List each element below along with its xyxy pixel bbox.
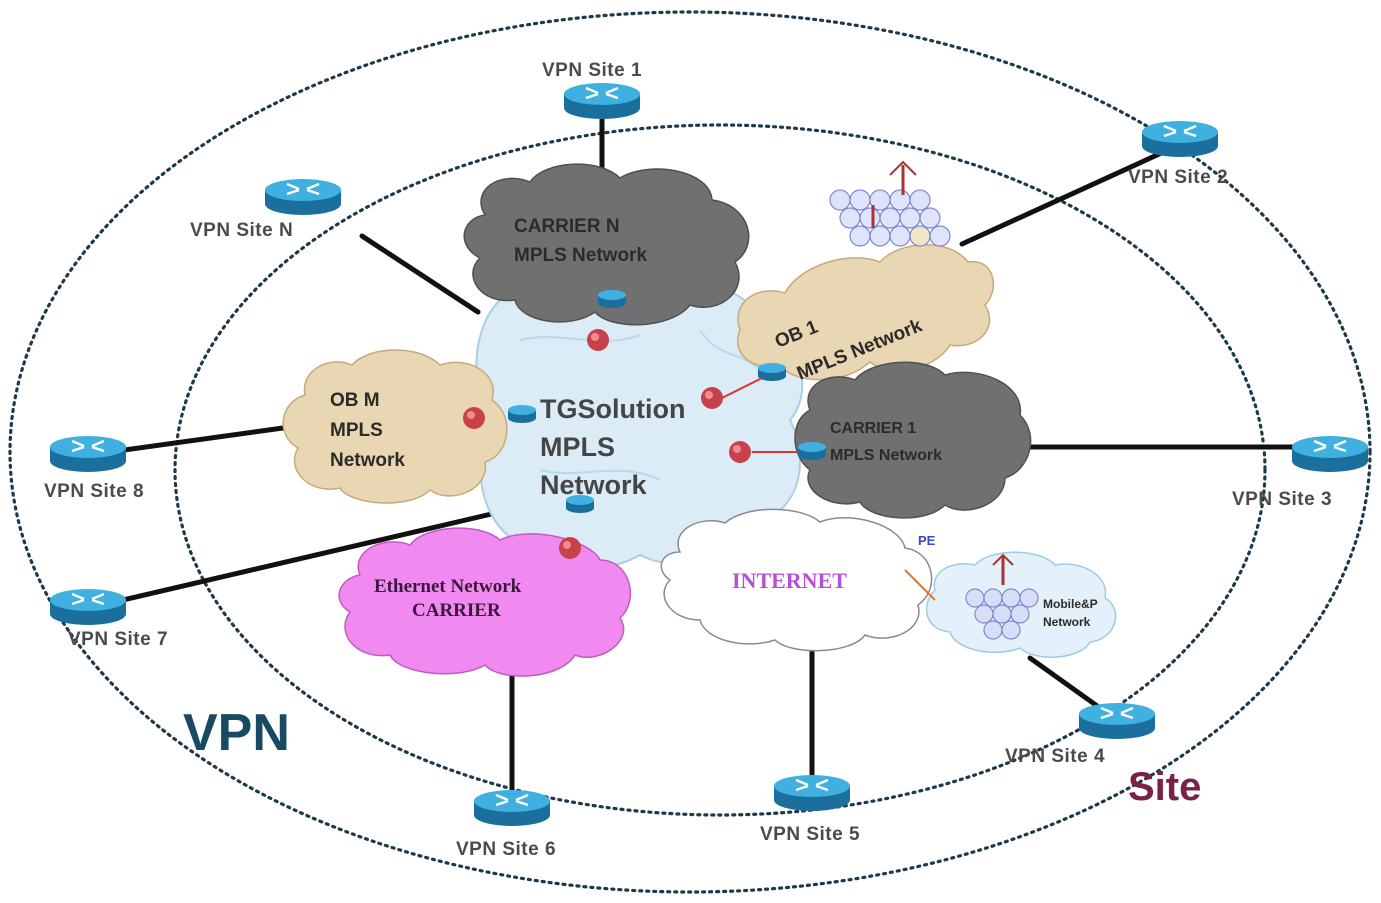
label-mobile-line2: Network: [1043, 615, 1091, 629]
label-vpn-site-n: VPN Site N: [190, 220, 293, 241]
antenna-icon: [871, 160, 917, 228]
label-carrier-1-line1: CARRIER 1: [830, 420, 916, 437]
ob1-cloud: [737, 244, 995, 381]
label-vpn-site-5: VPN Site 5: [760, 824, 860, 845]
mobile-ip-cloud: [925, 551, 1117, 658]
label-core-line1: TGSolution: [540, 394, 685, 424]
label-vpn-site-6: VPN Site 6: [456, 839, 556, 860]
router-site-4-icon: [1077, 701, 1157, 741]
internet-cloud: [660, 508, 933, 652]
label-carrier-n-line2: MPLS Network: [514, 245, 647, 266]
router-site-5-icon: [772, 773, 852, 813]
connection-links: [107, 112, 1313, 798]
label-site: Site: [1128, 765, 1201, 809]
label-carrier-1-line2: MPLS Network: [830, 447, 942, 464]
label-internet: INTERNET: [732, 568, 847, 593]
label-ethernet-line1: Ethernet Network: [374, 576, 522, 597]
label-core-line3: Network: [540, 470, 648, 500]
router-site-2-icon: [1140, 119, 1220, 159]
router-site-8-icon: [48, 434, 128, 474]
router-site-3-icon: [1290, 434, 1370, 474]
mobile-cell-grid: [965, 588, 1039, 640]
label-obm-line3: Network: [330, 450, 405, 471]
router-site-n-icon: [263, 177, 343, 217]
router-site-6-icon: [472, 788, 552, 828]
label-vpn-site-8: VPN Site 8: [44, 481, 144, 502]
label-vpn-site-3: VPN Site 3: [1232, 489, 1332, 510]
label-core-line2: MPLS: [540, 432, 615, 462]
ethernet-cloud: [338, 527, 631, 677]
carrier-n-cloud: [463, 163, 750, 326]
label-obm-line2: MPLS: [330, 420, 383, 441]
label-vpn-site-2: VPN Site 2: [1128, 167, 1228, 188]
inner-site-ring: [173, 123, 1267, 817]
label-obm-line1: OB M: [330, 390, 380, 411]
router-site-1-icon: [562, 81, 642, 121]
mobile-antenna-icon: [992, 553, 1014, 585]
wireless-cell-cluster: [829, 160, 951, 247]
label-vpn-site-4: VPN Site 4: [1005, 746, 1105, 767]
carrier-1-cloud: [794, 361, 1032, 519]
label-vpn-site-7: VPN Site 7: [68, 629, 168, 650]
label-pe: PE: [918, 533, 936, 548]
obm-cloud: [282, 349, 508, 504]
label-ethernet-line2: CARRIER: [412, 600, 501, 621]
label-vpn: VPN: [183, 704, 290, 762]
label-vpn-site-1: VPN Site 1: [542, 60, 642, 81]
outer-vpn-ring: [8, 10, 1372, 894]
internal-nodes: [463, 290, 936, 601]
router-site-7-icon: [48, 587, 128, 627]
label-carrier-n-line1: CARRIER N: [514, 216, 620, 237]
label-mobile-line1: Mobile&P: [1043, 597, 1098, 611]
